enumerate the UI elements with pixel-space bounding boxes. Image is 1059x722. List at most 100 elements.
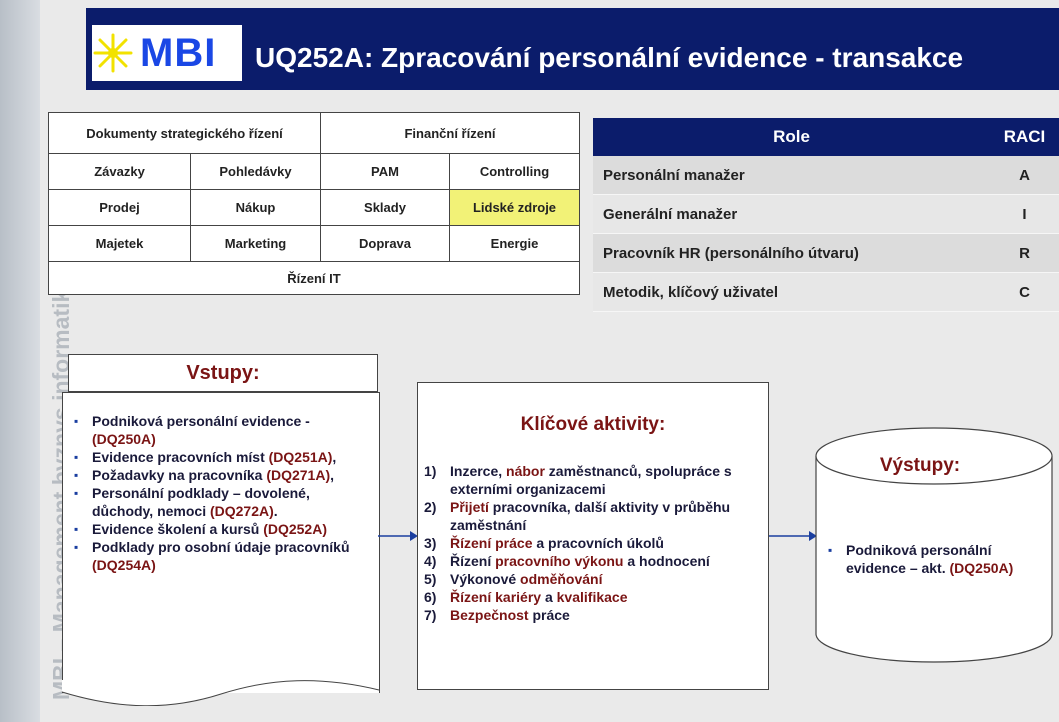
input-text: Evidence školení a kursů	[92, 521, 264, 537]
activity-text-part: práce	[528, 607, 570, 623]
input-code: (DQ254A)	[92, 557, 156, 573]
logo-text: MBI	[140, 30, 217, 75]
raci-table: Role RACI Personální manažer A Generální…	[593, 118, 1059, 312]
list-item: 3) Řízení práce a pracovních úkolů	[424, 534, 764, 552]
list-item: Požadavky na pracovníka (DQ271A),	[72, 466, 367, 484]
activity-text: Řízení pracovního výkonu a hodnocení	[450, 552, 710, 570]
raci-value: A	[990, 156, 1059, 195]
output-code: (DQ250A)	[949, 560, 1014, 576]
page-title: UQ252A: Zpracování personální evidence -…	[255, 42, 964, 73]
activity-text-part: Inzerce,	[450, 463, 507, 479]
table-row: Metodik, klíčový uživatel C	[593, 272, 1059, 312]
module-zavazky: Závazky	[48, 153, 191, 190]
activity-text-part: Řízení kariéry	[450, 589, 542, 605]
activity-text: Řízení kariéry a kvalifikace	[450, 588, 627, 606]
outputs-title: Výstupy:	[879, 455, 961, 476]
arrow-right-icon	[378, 531, 418, 541]
module-strategic-docs: Dokumenty strategického řízení	[48, 112, 321, 154]
input-text: Evidence pracovních míst	[92, 449, 269, 465]
activity-text: Výkonové odměňování	[450, 570, 603, 588]
activities-list: 1) Inzerce, nábor zaměstnanců, spolupráce…	[424, 462, 764, 624]
sidebar	[0, 0, 40, 722]
input-code: (DQ252A)	[263, 521, 327, 537]
header-bar	[86, 8, 1059, 90]
raci-value: R	[990, 233, 1059, 273]
activity-number: 6)	[424, 589, 437, 605]
module-controlling: Controlling	[449, 153, 580, 190]
input-code: (DQ272A)	[209, 503, 274, 519]
input-text: Personální podklady – dovolené, důchody,…	[92, 485, 310, 519]
list-item: Evidence pracovních míst (DQ251A),	[72, 448, 367, 466]
module-nakup: Nákup	[190, 189, 321, 226]
list-item: Podniková personální evidence – akt. (DQ…	[826, 541, 1041, 577]
module-sklady: Sklady	[320, 189, 450, 226]
list-item: 6) Řízení kariéry a kvalifikace	[424, 588, 764, 606]
activity-text: Inzerce, nábor zaměstnanců, spolupráce s…	[450, 462, 764, 498]
activity-number: 3)	[424, 535, 437, 551]
activity-number: 1)	[424, 463, 437, 479]
input-code: (DQ271A)	[266, 467, 331, 483]
input-tail: ,	[332, 449, 337, 465]
raci-value: I	[990, 194, 1059, 234]
activity-text-part: a pracovních úkolů	[532, 535, 664, 551]
module-prodej: Prodej	[48, 189, 191, 226]
module-marketing: Marketing	[190, 225, 321, 262]
raci-role: Generální manažer	[593, 194, 990, 234]
raci-header-raci: RACI	[990, 118, 1059, 156]
list-item: 7) Bezpečnost práce	[424, 606, 764, 624]
activity-text-part: zaměstnanců, spolupráce s externími orga…	[450, 463, 732, 497]
activity-text-part: Bezpečnost	[450, 607, 529, 623]
table-row: Personální manažer A	[593, 156, 1059, 195]
raci-role: Pracovník HR (personálního útvaru)	[593, 233, 990, 273]
list-item: 2)Přijetí pracovníka, další aktivity v p…	[424, 498, 764, 534]
raci-role: Metodik, klíčový uživatel	[593, 272, 990, 312]
arrow-right-icon	[769, 531, 817, 541]
table-row: Pracovník HR (personálního útvaru) R	[593, 233, 1059, 273]
activities-box	[417, 382, 769, 690]
list-item: Personální podklady – dovolené, důchody,…	[72, 484, 367, 520]
sun-icon	[93, 33, 133, 73]
activity-text-part: Přijetí	[450, 499, 489, 515]
input-text: Požadavky na pracovníka	[92, 467, 267, 483]
activity-text: Přijetí pracovníka, další aktivity v prů…	[450, 498, 764, 534]
module-energie: Energie	[449, 225, 580, 262]
activity-number: 4)	[424, 553, 437, 569]
activity-text-part: Řízení	[450, 553, 496, 569]
raci-value: C	[990, 272, 1059, 312]
logo: MBI	[92, 25, 242, 81]
input-code: (DQ251A)	[268, 449, 333, 465]
activity-text-part: Řízení práce	[450, 535, 533, 551]
module-finance: Finanční řízení	[320, 112, 580, 154]
module-majetek: Majetek	[48, 225, 191, 262]
activity-text: Řízení práce a pracovních úkolů	[450, 534, 664, 552]
activities-title: Klíčové aktivity:	[520, 414, 666, 435]
activity-text-part: Výkonové	[450, 571, 521, 587]
activity-text: Bezpečnost práce	[450, 606, 570, 624]
raci-role: Personální manažer	[593, 156, 990, 195]
module-pohledavky: Pohledávky	[190, 153, 321, 190]
module-pam: PAM	[320, 153, 450, 190]
module-doprava: Doprava	[320, 225, 450, 262]
activity-text-part: a hodnocení	[623, 553, 710, 569]
activity-text-part: odměňování	[520, 571, 603, 587]
activity-text-part: nábor	[506, 463, 545, 479]
input-tail: .	[273, 503, 278, 519]
list-item: Evidence školení a kursů (DQ252A)	[72, 520, 367, 538]
raci-header-row: Role RACI	[593, 118, 1059, 156]
activity-number: 7)	[424, 607, 437, 623]
inputs-box-wave	[61, 680, 380, 706]
list-item: 4) Řízení pracovního výkonu a hodnocení	[424, 552, 764, 570]
activity-text-part: pracovníka, další aktivity v průběhu zam…	[450, 499, 731, 533]
input-tail: ,	[330, 467, 334, 483]
inputs-list: Podniková personální evidence - (DQ250A)…	[72, 412, 367, 574]
list-item: 5) Výkonové odměňování	[424, 570, 764, 588]
module-rizeni-it: Řízení IT	[48, 261, 580, 295]
list-item: Podniková personální evidence - (DQ250A)	[72, 412, 367, 448]
activity-number: 5)	[424, 571, 437, 587]
output-text: Podniková personální evidence – akt.	[846, 542, 992, 576]
input-text: Podniková personální evidence -	[92, 413, 310, 429]
activity-text-part: a	[541, 589, 557, 605]
input-code: (DQ250A)	[92, 431, 156, 447]
activity-text-part: pracovního výkonu	[495, 553, 624, 569]
outputs-list: Podniková personální evidence – akt. (DQ…	[826, 541, 1041, 577]
